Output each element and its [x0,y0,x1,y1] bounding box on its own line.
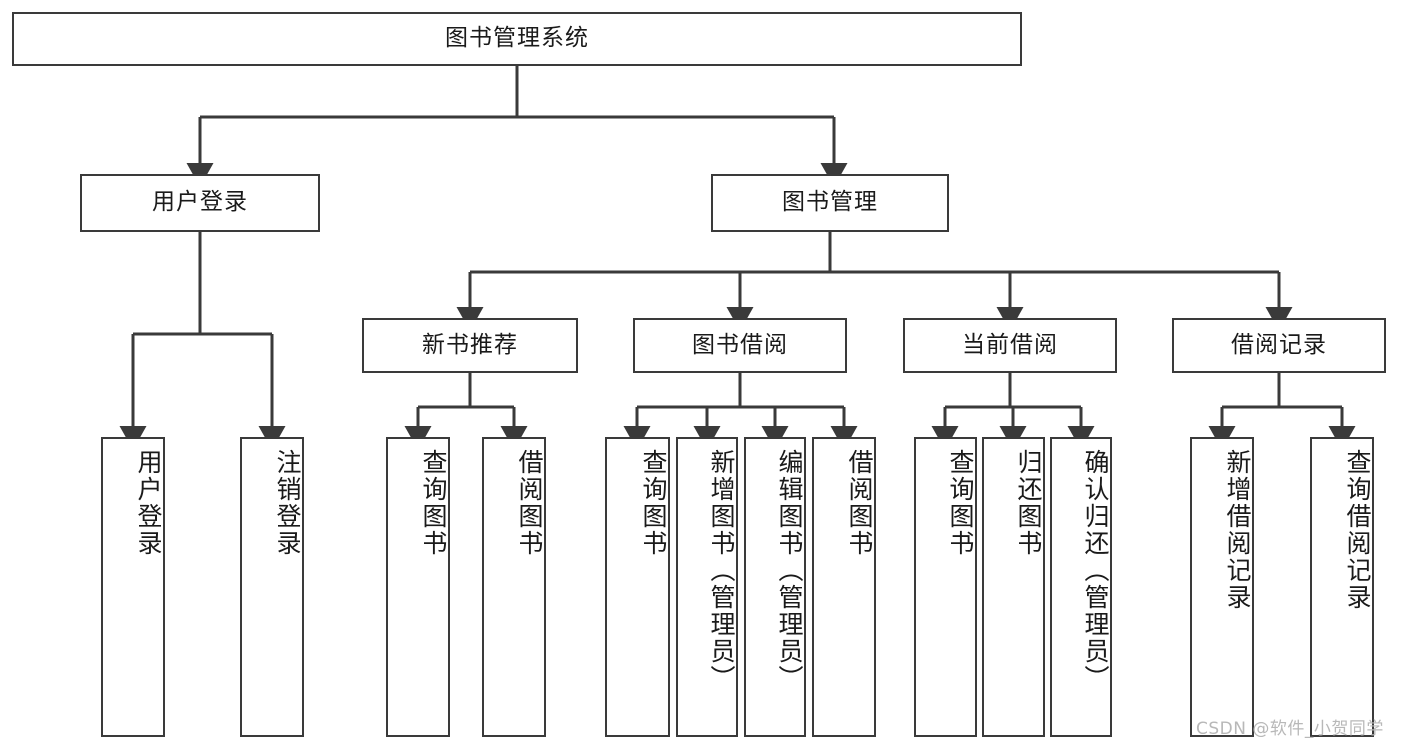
node-book-management-label: 图书管理 [782,189,878,216]
leaf-node-label: 新增借阅记录 [1223,449,1252,611]
leaf-node[interactable]: 确认归还（管理员） [1050,437,1112,737]
node-current-borrow-label: 当前借阅 [962,331,1058,358]
leaf-node[interactable]: 新增借阅记录 [1190,437,1254,737]
leaf-node-label: 查询图书 [419,449,448,557]
leaf-node[interactable]: 借阅图书 [482,437,546,737]
leaf-node[interactable]: 查询图书 [605,437,670,737]
leaf-node-label: 编辑图书（管理员） [775,449,804,692]
leaf-node[interactable]: 编辑图书（管理员） [744,437,806,737]
leaf-node[interactable]: 查询图书 [914,437,977,737]
node-root-label: 图书管理系统 [445,25,589,52]
leaf-node[interactable]: 用户登录 [101,437,165,737]
leaf-node-label: 查询图书 [946,449,975,557]
leaf-node-label: 用户登录 [134,449,163,557]
leaf-node-label: 归还图书 [1014,449,1043,557]
leaf-node[interactable]: 归还图书 [982,437,1045,737]
leaf-node[interactable]: 查询图书 [386,437,450,737]
leaf-node[interactable]: 注销登录 [240,437,304,737]
node-current-borrow[interactable]: 当前借阅 [903,318,1117,373]
leaf-node-label: 新增图书（管理员） [707,449,736,692]
node-new-book-recommend[interactable]: 新书推荐 [362,318,578,373]
csdn-watermark: CSDN @软件_小贺同学 [1196,719,1384,739]
node-book-management[interactable]: 图书管理 [711,174,949,232]
node-borrow-record-label: 借阅记录 [1231,331,1327,358]
node-root-system[interactable]: 图书管理系统 [12,12,1022,66]
leaf-node-label: 查询借阅记录 [1343,449,1372,611]
node-new-book-recommend-label: 新书推荐 [422,331,518,358]
leaf-node-label: 借阅图书 [515,449,544,557]
node-borrow-record[interactable]: 借阅记录 [1172,318,1386,373]
leaf-node-label: 查询图书 [639,449,668,557]
leaf-node[interactable]: 借阅图书 [812,437,876,737]
leaf-node-label: 注销登录 [273,449,302,557]
leaf-node[interactable]: 查询借阅记录 [1310,437,1374,737]
node-book-borrow-label: 图书借阅 [692,331,788,358]
node-user-login-label: 用户登录 [152,189,248,216]
leaf-node-label: 借阅图书 [845,449,874,557]
node-user-login[interactable]: 用户登录 [80,174,320,232]
leaf-node-label: 确认归还（管理员） [1081,449,1110,692]
leaf-node[interactable]: 新增图书（管理员） [676,437,738,737]
node-book-borrow[interactable]: 图书借阅 [633,318,847,373]
